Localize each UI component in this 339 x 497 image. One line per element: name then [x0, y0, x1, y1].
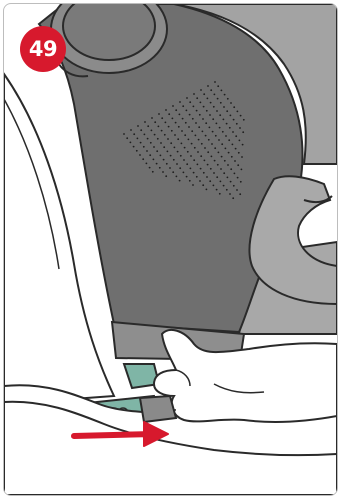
car-seat-illustration: [4, 4, 337, 495]
instruction-panel: 49: [3, 3, 338, 496]
step-number-badge: 49: [20, 26, 66, 72]
